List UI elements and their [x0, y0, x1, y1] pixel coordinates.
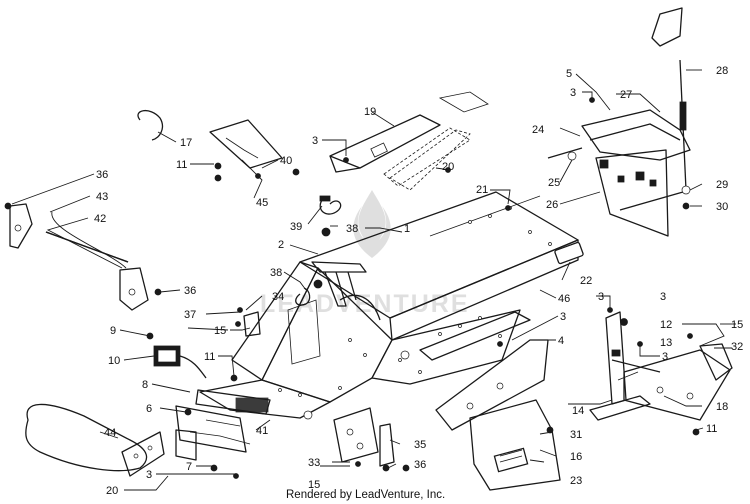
callout-3: 3 [312, 135, 318, 147]
hardware-fasteners [146, 97, 693, 479]
callout-11: 11 [204, 351, 215, 363]
callout-18: 18 [716, 401, 728, 413]
callout-42: 42 [94, 213, 106, 225]
callout-30: 30 [716, 201, 728, 213]
callout-11: 11 [176, 159, 187, 171]
callout-5: 5 [566, 68, 572, 80]
plate-part [237, 307, 261, 337]
callout-3: 3 [570, 87, 576, 99]
callout-14: 14 [572, 405, 584, 417]
callout-12: 12 [660, 319, 672, 331]
callout-20: 20 [442, 161, 454, 173]
steering-support-part [311, 261, 381, 321]
leader-lines [11, 69, 736, 491]
callout-43: 43 [96, 191, 108, 203]
callout-45: 45 [256, 197, 268, 209]
watermark: LEADVENTURE [260, 190, 468, 318]
mount-bracket-part [209, 119, 300, 182]
headlight-part [153, 345, 207, 379]
callout-39: 39 [290, 221, 302, 233]
callout-21: 21 [476, 184, 488, 196]
callout-labels: 1 2 3 3 3 3 3 3 3 4 5 6 7 8 9 10 11 11 1… [94, 65, 743, 497]
callout-13: 13 [660, 337, 672, 349]
callout-15: 15 [308, 479, 320, 491]
callout-32: 32 [731, 341, 743, 353]
callout-44: 44 [104, 427, 116, 439]
callout-3: 3 [598, 291, 604, 303]
callout-33: 33 [308, 457, 320, 469]
callout-22: 22 [580, 275, 592, 287]
callout-36: 36 [96, 169, 108, 181]
sensor-part [295, 279, 323, 306]
callout-15: 15 [731, 319, 743, 331]
callout-37: 37 [184, 309, 196, 321]
callout-11: 11 [706, 423, 717, 435]
callout-38: 38 [270, 267, 282, 279]
side-rail-part [435, 339, 549, 431]
rear-rack-part [547, 7, 691, 237]
callout-40: 40 [280, 155, 292, 167]
callout-15: 15 [214, 325, 226, 337]
callout-1: 1 [404, 223, 410, 235]
callout-19: 19 [364, 106, 376, 118]
callout-26: 26 [546, 199, 558, 211]
seat-pad-part [389, 129, 471, 191]
callout-8: 8 [142, 379, 148, 391]
taillight-part [554, 241, 584, 265]
callout-2: 2 [278, 239, 284, 251]
callout-10: 10 [108, 355, 120, 367]
callout-7: 7 [186, 461, 192, 473]
step-plate-part [589, 311, 733, 436]
chassis-part [199, 191, 579, 420]
front-bracket-part [175, 405, 395, 472]
callout-38: 38 [346, 223, 358, 235]
callout-35: 35 [414, 439, 426, 451]
tunnel-cover-part [329, 91, 489, 187]
callout-9: 9 [110, 325, 116, 337]
callout-36: 36 [184, 285, 196, 297]
callout-3: 3 [660, 291, 666, 303]
callout-16: 16 [570, 451, 582, 463]
callout-24: 24 [532, 124, 544, 136]
callout-3: 3 [146, 469, 152, 481]
callout-29: 29 [716, 179, 728, 191]
callout-28: 28 [716, 65, 728, 77]
callout-25: 25 [548, 177, 560, 189]
wire-harness-part [319, 195, 342, 215]
callout-6: 6 [146, 403, 152, 415]
callout-20: 20 [106, 485, 118, 497]
callout-46: 46 [558, 293, 570, 305]
rear-skid-part [469, 399, 561, 491]
callout-36: 36 [414, 459, 426, 471]
render-credit: Rendered by LeadVenture, Inc. [286, 489, 445, 501]
callout-31: 31 [570, 429, 582, 441]
callout-34: 34 [272, 291, 284, 303]
callout-4: 4 [558, 335, 564, 347]
callout-17: 17 [180, 137, 192, 149]
clamp-ring-part [137, 110, 164, 141]
callout-23: 23 [570, 475, 582, 487]
callout-3: 3 [560, 311, 566, 323]
callout-27: 27 [620, 89, 632, 101]
front-loop-part [25, 403, 165, 477]
callout-41: 41 [256, 425, 268, 437]
front-panel-part [189, 389, 271, 445]
front-bumper-part [4, 202, 162, 311]
callout-3: 3 [662, 351, 668, 363]
